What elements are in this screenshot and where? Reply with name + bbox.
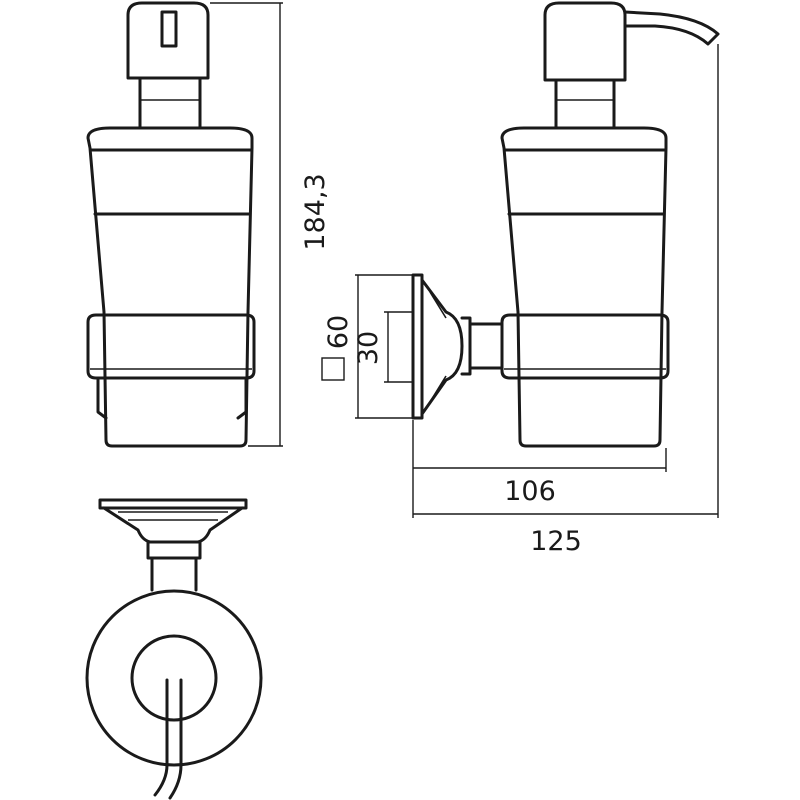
top-arm <box>150 556 198 592</box>
top-bottle <box>130 634 218 722</box>
top-spout <box>153 678 183 800</box>
height-dimension: 184,3 <box>210 2 331 447</box>
depth-total-label: 125 <box>530 526 582 557</box>
side-pump-stem <box>554 78 616 130</box>
depth-dimensions: 106 125 <box>412 44 719 557</box>
front-view <box>86 1 256 448</box>
front-bottle-body <box>86 126 254 448</box>
plate-outer-label: 60 <box>323 315 354 349</box>
side-view <box>411 1 720 448</box>
top-mount-cone <box>102 506 244 544</box>
square-symbol <box>321 357 345 381</box>
front-pump-stem <box>138 76 202 130</box>
top-wall-plate <box>98 498 248 510</box>
top-holder-ring <box>85 589 263 767</box>
plate-inner-label: 30 <box>353 331 384 365</box>
side-holder-ring <box>500 313 670 380</box>
top-collar <box>146 540 202 560</box>
plate-dimensions: 60 30 <box>321 274 413 419</box>
side-wall-plate <box>411 273 424 420</box>
front-clip-left <box>96 378 108 420</box>
side-arm <box>468 322 504 370</box>
side-mount-cone-inner <box>429 291 447 403</box>
front-nozzle-slot <box>160 10 178 48</box>
front-holder-ring <box>86 313 256 380</box>
side-spout <box>623 10 720 46</box>
front-pump-cap <box>126 1 210 80</box>
side-mount-cone <box>420 278 464 416</box>
top-mount-cone-inner <box>118 511 228 521</box>
side-pump-cap <box>543 1 627 82</box>
top-view <box>85 498 263 800</box>
side-mount-collar <box>460 316 472 376</box>
front-clip-right <box>236 378 248 420</box>
depth-body-label: 106 <box>504 476 556 507</box>
height-label: 184,3 <box>300 173 331 250</box>
side-bottle-body <box>500 126 668 448</box>
